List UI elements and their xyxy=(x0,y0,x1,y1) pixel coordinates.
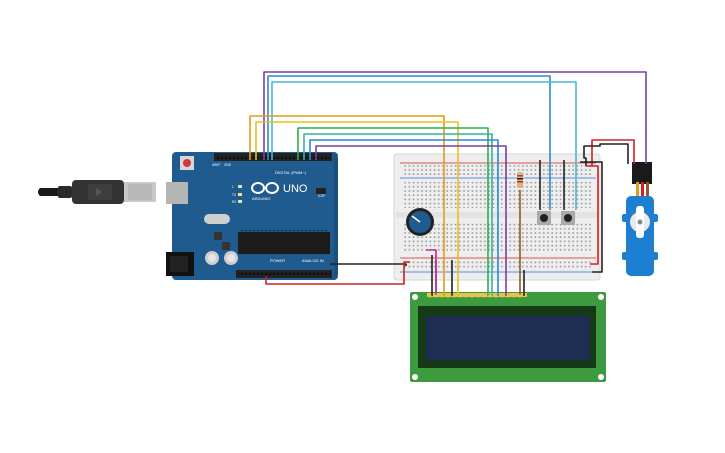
aref-label: AREF xyxy=(212,163,221,167)
power-label: POWER xyxy=(270,258,285,263)
wire-red-rail xyxy=(586,165,599,265)
wire-black-servo xyxy=(583,143,629,166)
wire-red-servo xyxy=(591,139,635,166)
digital-label: DIGITAL (PWM~) xyxy=(275,170,307,175)
wire-purple-long xyxy=(263,71,647,164)
lcd-16x2[interactable] xyxy=(410,292,606,382)
servo-motor[interactable] xyxy=(622,162,658,276)
wire-purple-mid xyxy=(315,145,507,296)
wire-teal xyxy=(303,133,493,296)
resistor xyxy=(517,172,523,188)
wire-black-gnd xyxy=(330,263,407,266)
atmega-chip xyxy=(238,232,330,254)
gnd-label: GND xyxy=(224,163,232,167)
wires xyxy=(249,71,647,296)
wire-blue-mid xyxy=(309,139,499,296)
wire-purple-pot xyxy=(426,249,437,296)
arduino-uno[interactable]: UNO ARDUINO DIGITAL (PWM~) POWER ANALOG … xyxy=(166,152,338,280)
wire-orange xyxy=(249,115,445,186)
model-label: UNO xyxy=(283,183,308,195)
lcd-pin-row xyxy=(428,294,522,298)
arduino-logo: UNO ARDUINO xyxy=(251,182,308,201)
lcd-screen xyxy=(426,316,590,360)
wire-blue-long xyxy=(267,75,551,210)
wire-black-rail xyxy=(580,161,603,273)
wire-red-5v xyxy=(265,261,410,285)
reset-button-icon[interactable] xyxy=(183,159,191,167)
usb-cable xyxy=(38,180,156,204)
wire-green xyxy=(297,127,489,296)
breadboard[interactable] xyxy=(393,153,601,281)
pushbutton-1[interactable] xyxy=(537,211,551,225)
tx-led-label: TX xyxy=(232,193,237,197)
icsp-label: ICSP xyxy=(318,194,325,198)
analog-label: ANALOG IN xyxy=(302,258,324,263)
l-led-label: L xyxy=(232,185,234,189)
wire-cyan-long xyxy=(271,81,577,210)
pushbutton-2[interactable] xyxy=(561,211,575,225)
potentiometer[interactable] xyxy=(406,208,434,236)
brand-label: ARDUINO xyxy=(252,196,270,201)
wire-yellow xyxy=(255,121,459,186)
rx-led-label: RX xyxy=(232,200,237,204)
